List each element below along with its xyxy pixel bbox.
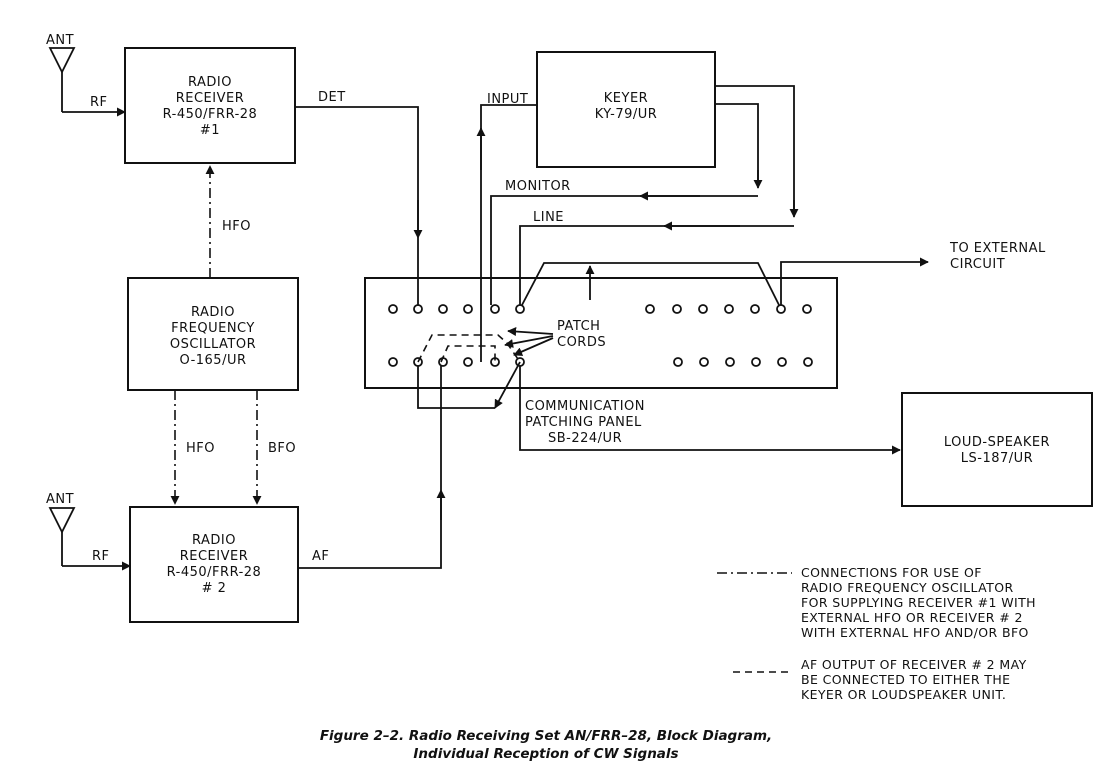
af-label: AF — [312, 549, 329, 564]
bfo-label: BFO — [268, 441, 296, 456]
legend-dashdot-line-3: FOR SUPPLYING RECEIVER #1 WITH — [801, 595, 1036, 610]
receiver-2-line-1: RADIO — [192, 533, 236, 548]
patch-cords-label-1: PATCH — [557, 319, 600, 334]
receiver-1-line-3: R-450/FRR-28 — [163, 107, 258, 122]
loudspeaker-block: LOUD-SPEAKER LS-187/UR — [901, 392, 1093, 507]
patch-cords-pointer-3 — [513, 337, 554, 356]
patch-cord-dashed-inner — [440, 345, 496, 363]
hfo-label-bottom: HFO — [186, 441, 215, 456]
patch-cords-label-2: CORDS — [557, 335, 606, 350]
monitor-label: MONITOR — [505, 179, 571, 194]
panel-to-loudspeaker — [519, 366, 901, 455]
patching-panel — [364, 277, 838, 389]
external-label-2: CIRCUIT — [950, 257, 1005, 272]
legend-dashed-line-3: KEYER OR LOUDSPEAKER UNIT. — [801, 687, 1006, 702]
legend: CONNECTIONS FOR USE OF RADIO FREQUENCY O… — [717, 565, 1036, 702]
receiver-2-line-3: R-450/FRR-28 — [167, 565, 262, 580]
oscillator-line-3: OSCILLATOR — [170, 337, 256, 352]
oscillator-block: RADIO FREQUENCY OSCILLATOR O-165/UR — [127, 277, 299, 391]
receiver-2-line-4: # 2 — [202, 581, 227, 596]
oscillator-line-2: FREQUENCY — [171, 321, 255, 336]
patch-cords-pointer-1 — [507, 327, 554, 337]
input-line — [480, 104, 537, 362]
panel-bottom-loop — [417, 366, 495, 409]
rf-label-2: RF — [92, 549, 110, 564]
loudspeaker-line-2: LS-187/UR — [961, 451, 1033, 466]
oscillator-line-4: O-165/UR — [179, 353, 246, 368]
antenna-2-label: ANT — [46, 492, 74, 507]
figure-caption-line-2: Individual Reception of CW Signals — [413, 746, 678, 762]
patch-cord-dashed-outer — [417, 334, 521, 363]
patch-cords-pointer-2 — [504, 335, 554, 348]
receiver-1-line-1: RADIO — [188, 75, 232, 90]
figure-caption-line-1: Figure 2–2. Radio Receiving Set AN/FRR–2… — [320, 728, 772, 744]
rf-label-1: RF — [90, 95, 108, 110]
legend-dashed-line-2: BE CONNECTED TO EITHER THE — [801, 672, 1010, 687]
keyer-line-2: KY-79/UR — [595, 107, 658, 122]
antenna-1-label: ANT — [46, 33, 74, 48]
external-label-1: TO EXTERNAL — [949, 241, 1046, 256]
legend-dashdot-line-2: RADIO FREQUENCY OSCILLATOR — [801, 580, 1014, 595]
loudspeaker-line-1: LOUD-SPEAKER — [944, 435, 1050, 450]
receiver-1-line-2: RECEIVER — [176, 91, 245, 106]
receiver-1-block: RADIO RECEIVER R-450/FRR-28 #1 — [124, 47, 296, 164]
external-circuit-line — [780, 257, 929, 305]
det-line — [295, 106, 419, 232]
oscillator-line-1: RADIO — [191, 305, 235, 320]
keyer-line-1: KEYER — [604, 91, 648, 106]
input-label: INPUT — [487, 92, 528, 107]
legend-dashdot-line-5: WITH EXTERNAL HFO AND/OR BFO — [801, 625, 1029, 640]
keyer-out-monitor — [715, 103, 759, 184]
receiver-2-block: RADIO RECEIVER R-450/FRR-28 # 2 — [129, 506, 299, 623]
receiver-2-line-2: RECEIVER — [180, 549, 249, 564]
panel-label-3: SB-224/UR — [548, 431, 622, 446]
panel-label-2: PATCHING PANEL — [525, 415, 642, 430]
panel-label-1: COMMUNICATION — [525, 399, 645, 414]
keyer-block: KEYER KY-79/UR — [536, 51, 716, 168]
keyer-out-line — [715, 85, 795, 212]
line-label: LINE — [533, 210, 564, 225]
antenna-2-icon — [48, 507, 76, 566]
patch-cords-pointer-4 — [494, 361, 521, 409]
hfo-label-top: HFO — [222, 219, 251, 234]
legend-dashdot-line-4: EXTERNAL HFO OR RECEIVER # 2 — [801, 610, 1023, 625]
receiver-1-line-4: #1 — [200, 123, 220, 138]
legend-dashdot-line-1: CONNECTIONS FOR USE OF — [801, 565, 982, 580]
det-label: DET — [318, 90, 346, 105]
patch-cord-top — [521, 262, 780, 306]
antenna-1-icon — [48, 47, 76, 112]
legend-dashed-line-1: AF OUTPUT OF RECEIVER # 2 MAY — [801, 657, 1027, 672]
